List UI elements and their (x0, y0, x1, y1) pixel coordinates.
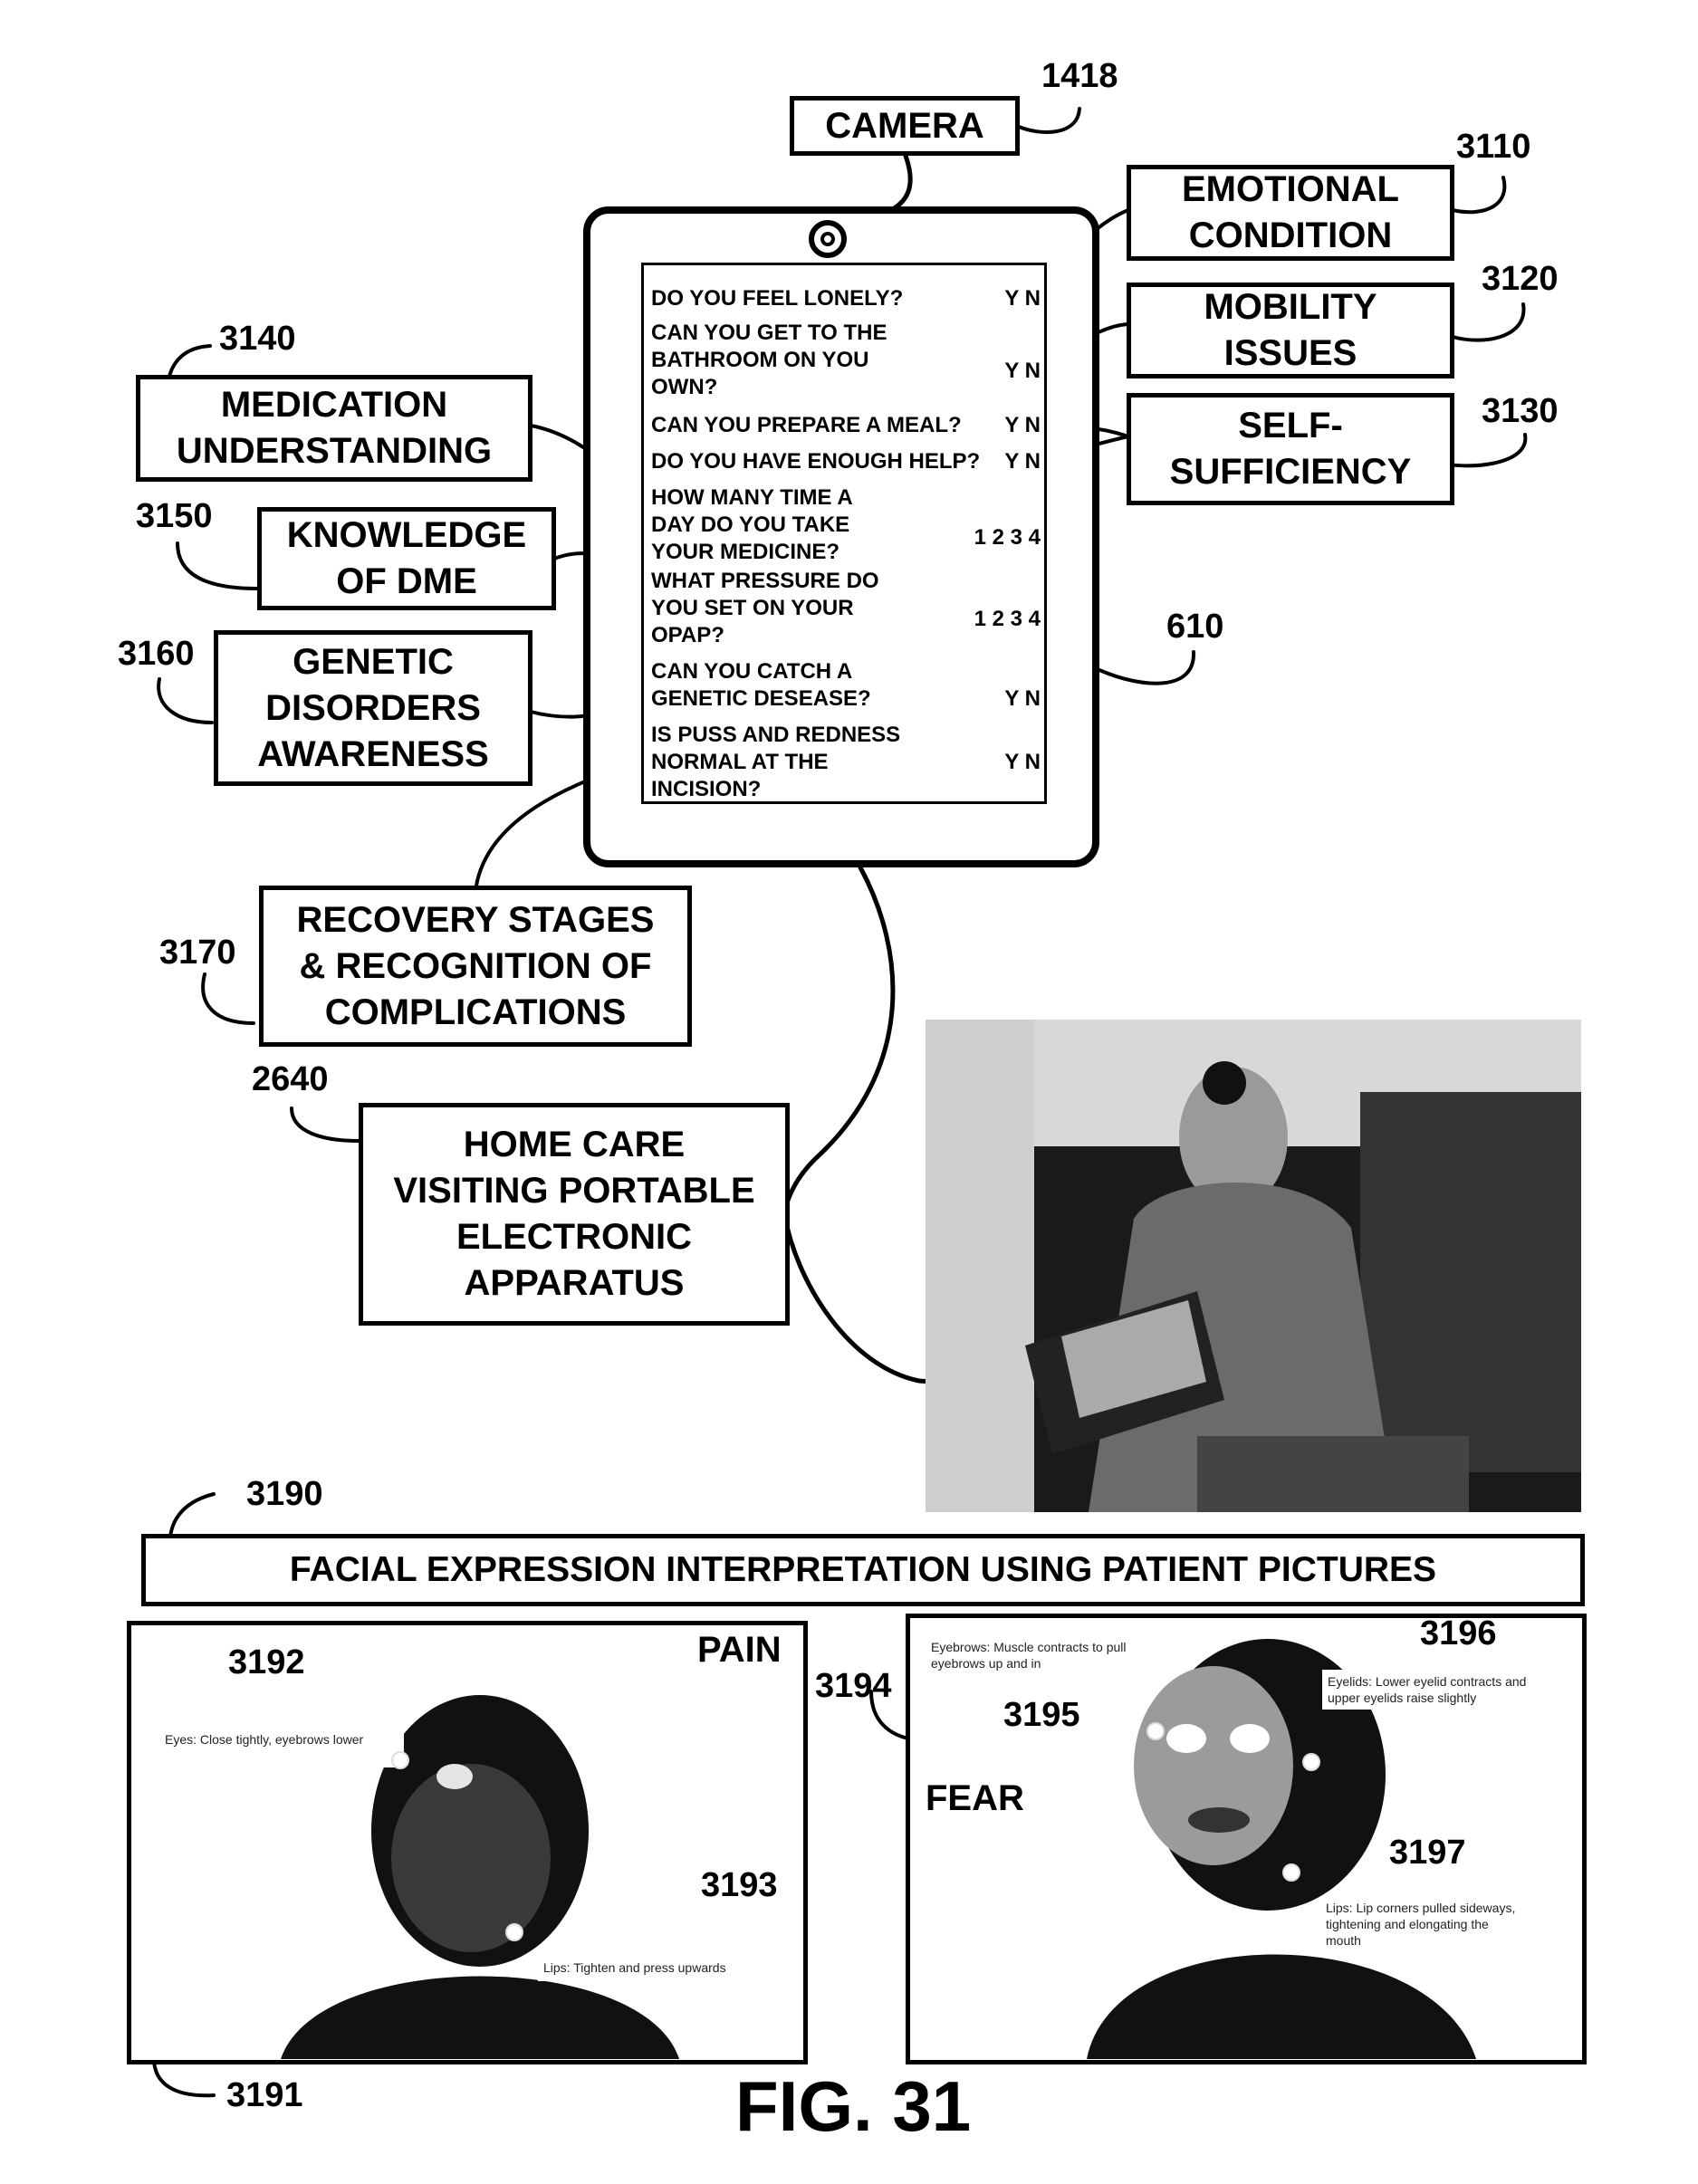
question-row[interactable]: CAN YOU GET TO THE BATHROOM ON YOU OWN? … (651, 320, 1041, 401)
ref-leader-3160 (158, 679, 212, 723)
question-row[interactable]: DO YOU FEEL LONELY? Y N (651, 285, 1041, 316)
ref-leader-3150 (177, 543, 257, 589)
pain-face-illustration (245, 1650, 715, 2059)
facial-expression-banner: FACIAL EXPRESSION INTERPRETATION USING P… (141, 1534, 1585, 1606)
fear-eyebrows-marker (1146, 1722, 1165, 1740)
answer-options[interactable]: 1 2 3 4 (932, 606, 1041, 633)
ref-2640: 2640 (252, 1061, 329, 1097)
ref-3140: 3140 (219, 321, 296, 357)
pain-lips-marker (505, 1923, 523, 1941)
ref-leader-1418 (1019, 109, 1079, 132)
ref-leader-610 (1099, 652, 1194, 684)
recovery-stages-box: RECOVERY STAGES & RECOGNITION OF COMPLIC… (259, 886, 692, 1047)
question-row[interactable]: CAN YOU PREPARE A MEAL? Y N (651, 412, 1041, 443)
question-row[interactable]: IS PUSS AND REDNESS NORMAL AT THE INCISI… (651, 722, 1041, 803)
pain-lips-caption: Lips: Tighten and press upwards (538, 1956, 791, 1981)
ref-3190: 3190 (246, 1476, 323, 1512)
patient-using-tablet-photo (926, 1020, 1581, 1512)
genetic-disorders-box: GENETIC DISORDERS AWARENESS (214, 630, 532, 786)
ref-3197: 3197 (1389, 1834, 1466, 1871)
answer-options[interactable]: 1 2 3 4 (932, 524, 1041, 551)
self-sufficiency-box: SELF- SUFFICIENCY (1127, 393, 1454, 505)
ref-leader-3170 (203, 974, 254, 1023)
answer-options[interactable]: Y N (932, 685, 1041, 713)
question-row[interactable]: CAN YOU CATCH A GENETIC DESEASE? Y N (651, 658, 1041, 714)
answer-options[interactable]: Y N (932, 448, 1041, 475)
answer-options[interactable]: Y N (932, 412, 1041, 439)
fear-eyebrows-caption: Eyebrows: Muscle contracts to pull eyebr… (926, 1635, 1152, 1675)
ref-leader-3191 (154, 2061, 214, 2095)
fear-eyes-caption: Eyelids: Lower eyelid contracts and uppe… (1322, 1670, 1554, 1710)
patient-photo-illustration (926, 1020, 1581, 1512)
ref-leader-3110 (1453, 177, 1504, 212)
ref-610: 610 (1166, 608, 1223, 645)
fear-lips-caption: Lips: Lip corners pulled sideways, tight… (1320, 1896, 1530, 1954)
ref-3160: 3160 (118, 636, 195, 672)
ref-1418: 1418 (1041, 58, 1118, 94)
fear-eyes-marker (1302, 1753, 1320, 1771)
figure-label: FIG. 31 (735, 2070, 971, 2142)
ref-3191: 3191 (226, 2077, 303, 2113)
pain-eyes-caption: Eyes: Close tightly, eyebrows lower (159, 1728, 404, 1767)
ref-3150: 3150 (136, 498, 213, 534)
question-row[interactable]: HOW MANY TIME A DAY DO YOU TAKE YOUR MED… (651, 484, 1041, 566)
ref-3193: 3193 (701, 1867, 778, 1903)
ref-3195: 3195 (1003, 1697, 1080, 1733)
fear-lips-marker (1282, 1863, 1300, 1882)
mobility-issues-box: MOBILITY ISSUES (1127, 283, 1454, 378)
pain-label: PAIN (697, 1630, 782, 1670)
questionnaire-screen: DO YOU FEEL LONELY? Y N CAN YOU GET TO T… (641, 263, 1047, 804)
ref-3170: 3170 (159, 934, 236, 971)
answer-options[interactable]: Y N (932, 285, 1041, 312)
home-care-apparatus-box: HOME CARE VISITING PORTABLE ELECTRONIC A… (359, 1103, 790, 1326)
emotional-condition-box: EMOTIONAL CONDITION (1127, 165, 1454, 261)
pain-face-photo (245, 1650, 715, 2059)
ref-leader-3120 (1453, 304, 1524, 340)
fear-label: FEAR (926, 1778, 1024, 1818)
pain-eyes-marker (391, 1751, 409, 1769)
answer-options[interactable]: Y N (932, 358, 1041, 385)
ref-3130: 3130 (1482, 393, 1559, 429)
ref-3110: 3110 (1456, 129, 1530, 165)
ref-leader-2640 (292, 1108, 359, 1141)
ref-3194: 3194 (815, 1668, 892, 1704)
ref-3196: 3196 (1420, 1615, 1497, 1652)
knowledge-of-dme-box: KNOWLEDGE OF DME (257, 507, 556, 610)
question-row[interactable]: DO YOU HAVE ENOUGH HELP? Y N (651, 448, 1041, 479)
question-row[interactable]: WHAT PRESSURE DO YOU SET ON YOUR OPAP? 1… (651, 568, 1041, 649)
camera-box: CAMERA (790, 96, 1020, 156)
medication-understanding-box: MEDICATION UNDERSTANDING (136, 375, 532, 482)
tablet-to-apparatus-cable (784, 867, 893, 1213)
ref-3192: 3192 (228, 1644, 305, 1681)
ref-3120: 3120 (1482, 261, 1559, 297)
tablet-camera-icon (809, 220, 847, 258)
answer-options[interactable]: Y N (932, 749, 1041, 776)
